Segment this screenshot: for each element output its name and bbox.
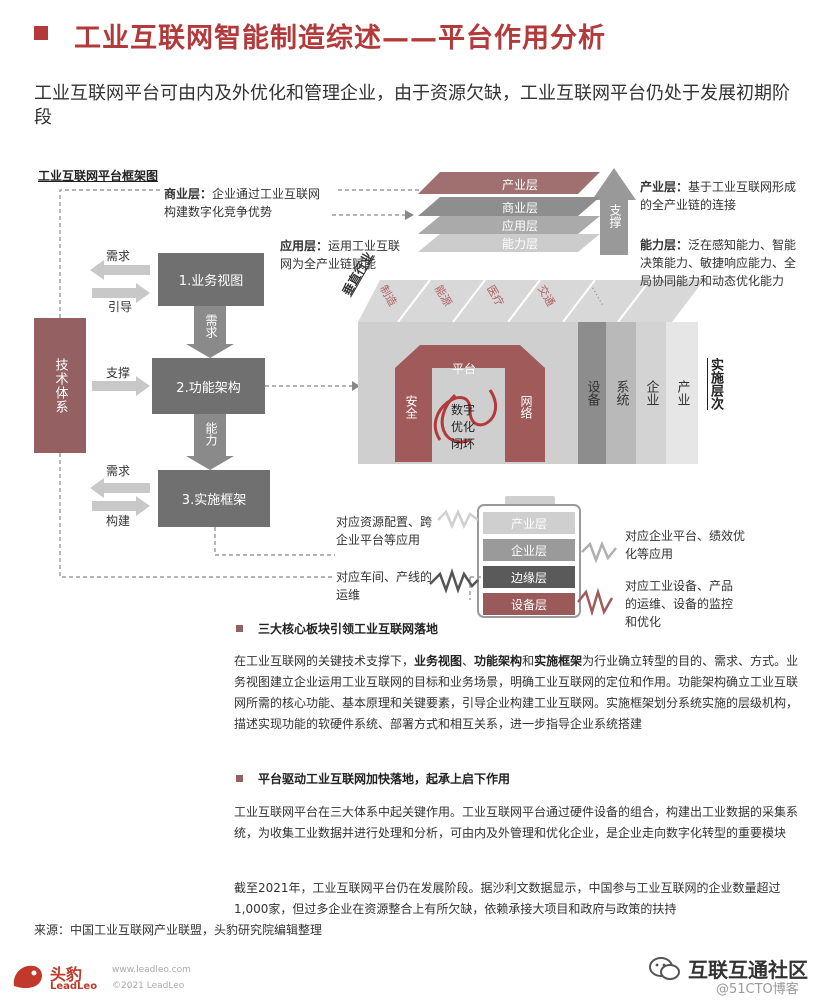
title-marker (34, 26, 48, 40)
section-2-paragraph-1: 工业互联网平台在三大体系中起关键作用。工业互联网平台通过硬件设备的组合，构建出工… (234, 805, 799, 840)
logo-en: LeadLeo (50, 981, 98, 992)
build-label: 构建 (106, 514, 131, 528)
section-2-heading: 平台驱动工业互联网加快落地，起承上启下作用 (258, 772, 511, 786)
capability-layer-note: 能力层：泛在感知能力、智能决策能力、敏捷响应能力、全局协同能力和动态优化能力 (640, 236, 800, 290)
impl-layer-system: 系统 (613, 380, 629, 406)
copyright: ©2021 LeadLeo (112, 981, 185, 991)
impl-layer-enterprise: 企业 (643, 380, 659, 406)
section-1-sep1: 、 (462, 654, 475, 668)
section-1-heading: 三大核心板块引领工业互联网落地 (258, 622, 439, 636)
stack-layer-commerce: 商业层 (501, 201, 538, 215)
site-url: www.leadleo.com (112, 965, 191, 975)
function-arch-box: 2.功能架构 (152, 358, 265, 414)
impl-levels-label: 实施层次 (708, 358, 723, 410)
stack-layer-capability: 能力层 (501, 237, 538, 251)
battery-device-layer: 设备层 (483, 593, 575, 615)
commerce-layer-label: 商业层： (164, 187, 213, 201)
section-1-marker (236, 625, 243, 632)
security-label: 安全 (404, 395, 418, 419)
right-note-equipment: 对应工业设备、产品的运维、设备的监控和优化 (625, 579, 734, 629)
section-1-paragraph: 在工业互联网的关键技术支撑下，业务视图、功能架构和实施框架为行业确立转型的目的、… (234, 651, 800, 735)
diagram-connectors (59, 168, 704, 618)
section-2-paragraph-2: 截至2021年，工业互联网平台仍在发展阶段。据沙利文数据显示，中国参与工业互联网… (234, 881, 781, 916)
network-label: 网络 (519, 395, 533, 419)
page-title: 工业互联网智能制造综述——平台作用分析 (74, 23, 606, 54)
commerce-layer-note: 商业层：企业通过工业互联网构建数字化竞争优势 (164, 185, 324, 221)
stack-layer-industry: 产业层 (501, 178, 538, 192)
section-1-text-pre: 在工业互联网的关键技术支撑下， (234, 654, 415, 668)
section-1-text-post: 为行业确立转型的目的、需求、方式。业务视图建立企业运用工业互联网的目标和业务场景… (234, 654, 799, 731)
support-label: 支撑 (106, 366, 131, 380)
section-1-sep2: 和 (522, 654, 535, 668)
stack-support-label: 支撑 (608, 204, 622, 228)
right-note-enterprise: 对应企业平台、绩效优化等应用 (625, 529, 746, 561)
left-note-workshop: 对应车间、产线的运维 (336, 570, 433, 602)
platform-label: 平台 (452, 362, 477, 376)
demand-arrow-label: 需求 (204, 314, 218, 338)
leadleo-logo-icon (13, 965, 42, 989)
demand-label-1: 需求 (106, 249, 131, 263)
section-1-bold-business: 业务视图 (414, 654, 463, 668)
battery-enterprise-layer: 企业层 (483, 539, 575, 561)
impl-framework-box: 3.实施框架 (158, 470, 270, 527)
impl-layer-industry: 产业 (674, 380, 690, 406)
logo-cn: 头豹 (50, 965, 83, 984)
stack-layer-application: 应用层 (501, 219, 538, 233)
tech-system-box: 技术体系 (34, 318, 86, 453)
app-layer-label: 应用层： (280, 239, 329, 253)
impl-layer-device: 设备 (584, 380, 600, 406)
capability-layer-label: 能力层： (640, 238, 689, 252)
app-layer-note: 应用层：运用工业互联网为全产业链赋能 (280, 237, 410, 273)
app-layer-text: 运用工业互联网为全产业链赋能 (280, 239, 401, 271)
battery-edge-layer: 边缘层 (483, 566, 575, 588)
left-note-resource: 对应资源配置、跨企业平台等应用 (336, 515, 433, 547)
section-1-bold-impl: 实施框架 (534, 654, 583, 668)
page-subtitle: 工业互联网平台可由内及外优化和管理企业，由于资源欠缺，工业互联网平台仍处于发展初… (34, 83, 790, 128)
industry-layer-text: 基于工业互联网形成的全产业链的连接 (640, 180, 797, 212)
commerce-layer-text: 企业通过工业互联网构建数字化竞争优势 (164, 187, 321, 219)
capability-layer-text: 泛在感知能力、智能决策能力、敏捷响应能力、全局协同能力和动态优化能力 (640, 238, 797, 288)
digital-loop-label: 数字优化闭环 (450, 403, 475, 451)
wechat-icon (649, 957, 680, 980)
section-2-marker (236, 775, 243, 782)
section-1-bold-function: 功能架构 (474, 654, 523, 668)
source-note: 来源：中国工业互联网产业联盟，头豹研究院编辑整理 (34, 923, 323, 937)
battery-industry-layer: 产业层 (483, 512, 575, 534)
business-view-box: 1.业务视图 (158, 253, 264, 306)
demand-label-2: 需求 (106, 464, 131, 478)
wechat-community-name: 互联互通社区 (688, 958, 808, 982)
framework-title: 工业互联网平台框架图 (38, 169, 159, 183)
guide-label: 引导 (108, 300, 133, 314)
capability-arrow-label: 能力 (204, 422, 218, 446)
industry-layer-note: 产业层：基于工业互联网形成的全产业链的连接 (640, 178, 800, 214)
watermark: @51CTO博客 (716, 982, 799, 997)
industry-layer-label: 产业层： (640, 180, 689, 194)
